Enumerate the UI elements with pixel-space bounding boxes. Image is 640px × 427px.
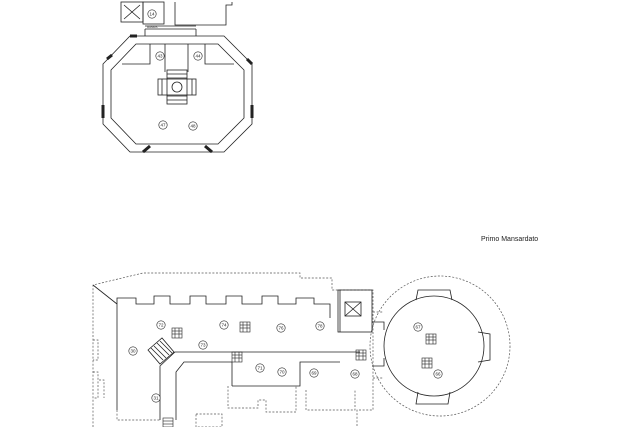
room-marker-71: 71 — [255, 363, 265, 373]
room-marker-74: 74 — [219, 320, 229, 330]
outer-dotted-perimeter — [92, 272, 511, 427]
room-marker-circle — [128, 346, 138, 356]
room-marker-78: 78 — [315, 321, 325, 331]
room-marker-14: 14 — [147, 9, 157, 19]
room-marker-circle — [151, 393, 161, 403]
room-number: 47 — [160, 123, 166, 128]
corner-buttresses — [101, 34, 254, 154]
symbol — [162, 417, 174, 427]
symbol — [425, 333, 437, 345]
room-number: 14 — [149, 12, 155, 17]
room-number: 66 — [435, 372, 441, 377]
room-marker-70: 70 — [277, 367, 287, 377]
room-number: 67 — [415, 325, 421, 330]
room-marker-circle — [147, 9, 157, 19]
symbol — [171, 327, 183, 339]
room-marker-circle — [315, 321, 325, 331]
crenellated-wall — [116, 295, 331, 318]
room-marker-circle — [155, 51, 165, 61]
room-number: 44 — [195, 54, 201, 59]
room-number: 76 — [278, 326, 284, 331]
round-tower-wall — [383, 295, 485, 397]
room-marker-circle — [255, 363, 265, 373]
room-marker-66: 66 — [433, 369, 443, 379]
room-marker-48: 48 — [188, 121, 198, 131]
symbol-group — [162, 321, 437, 427]
room-marker-67: 67 — [413, 322, 423, 332]
round-tower-bays — [415, 289, 491, 405]
central-stair — [157, 69, 197, 105]
room-marker-circle — [433, 369, 443, 379]
room-marker-72: 72 — [156, 320, 166, 330]
room-marker-circle — [188, 121, 198, 131]
room-number: 43 — [157, 54, 163, 59]
symbol — [231, 351, 243, 363]
room-number: 31 — [153, 396, 159, 401]
room-number: 73 — [200, 343, 206, 348]
corridor-wall — [159, 351, 360, 420]
symbol — [239, 321, 251, 333]
floor-label: Primo Mansardato — [481, 236, 539, 243]
room-marker-76: 76 — [276, 323, 286, 333]
room-number: 70 — [279, 370, 285, 375]
room-number: 78 — [317, 324, 323, 329]
upper-room-14 — [142, 1, 165, 25]
room-marker-44: 44 — [193, 51, 203, 61]
room-number: 72 — [158, 323, 164, 328]
room-number: 74 — [221, 323, 227, 328]
room-marker-circle — [277, 367, 287, 377]
room-marker-circle — [413, 322, 423, 332]
room-marker-circle — [276, 323, 286, 333]
room-number: 68 — [352, 372, 358, 377]
room-marker-circle — [198, 340, 208, 350]
tower-inner-wall — [110, 43, 245, 145]
room-marker-68: 68 — [350, 369, 360, 379]
room-marker-circle — [219, 320, 229, 330]
tower-outer-wall — [102, 35, 253, 153]
symbol — [355, 349, 367, 361]
upper-annex — [174, 2, 233, 26]
corner-stair — [147, 337, 175, 365]
room-marker-circle — [156, 320, 166, 330]
ramp-text: RAMPA — [147, 25, 157, 29]
room-marker-47: 47 — [158, 120, 168, 130]
room-marker-circle — [309, 368, 319, 378]
symbol — [421, 357, 433, 369]
room-marker-69: 69 — [309, 368, 319, 378]
room-number: 30 — [130, 349, 136, 354]
room-marker-43: 43 — [155, 51, 165, 61]
room-marker-circle — [158, 120, 168, 130]
room-marker-circle — [350, 369, 360, 379]
top-tower-plan — [101, 1, 254, 154]
room-number: 48 — [190, 124, 196, 129]
room-markers: 14 43 44 47 48 72 74 76 78 73 30 31 71 70 69 68 67 66 — [128, 9, 443, 403]
room-number: 71 — [257, 366, 263, 371]
bottom-wing-plan — [92, 272, 511, 427]
room-marker-31: 31 — [151, 393, 161, 403]
stair-tower — [337, 289, 373, 333]
room-marker-30: 30 — [128, 346, 138, 356]
room-marker-73: 73 — [198, 340, 208, 350]
room-marker-circle — [193, 51, 203, 61]
room-number: 69 — [311, 371, 317, 376]
